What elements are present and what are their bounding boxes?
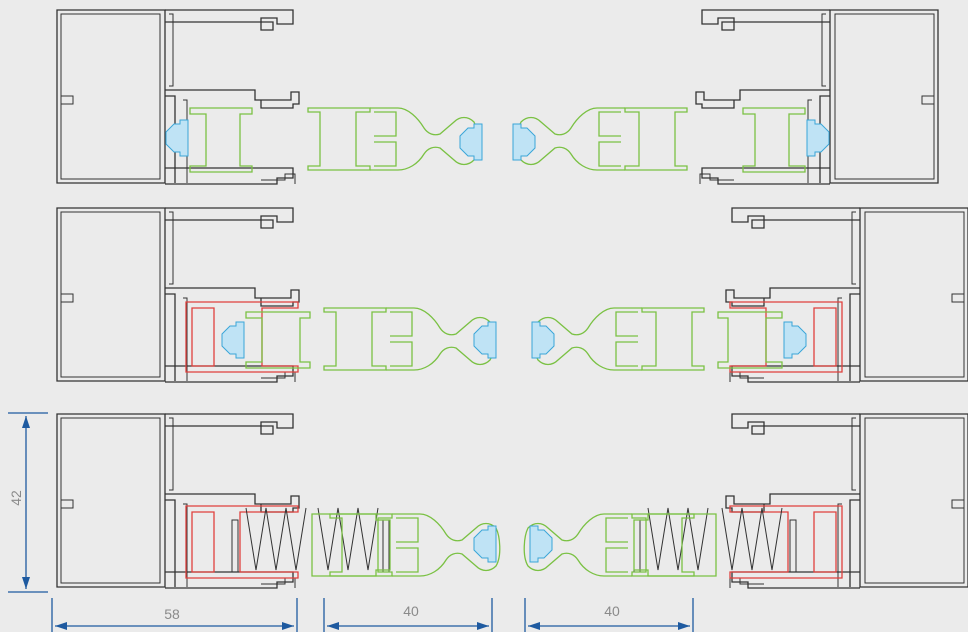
- dimension-right-insert-width: 40: [524, 598, 694, 632]
- profile-row1-left: [56, 9, 483, 185]
- dimension-height-label: 42: [8, 490, 24, 506]
- profile-row2-right: [531, 207, 968, 383]
- dimension-frame-width: 58: [51, 598, 298, 632]
- profile-row3-right: [523, 413, 968, 589]
- dimension-height: 42: [8, 412, 48, 593]
- dimension-left-insert-label: 40: [403, 603, 419, 619]
- profile-row1-right: [512, 9, 939, 185]
- profile-row2-left: [56, 207, 497, 383]
- dimension-frame-width-label: 58: [164, 606, 180, 622]
- profile-row3-left: [56, 413, 501, 589]
- dimension-right-insert-label: 40: [604, 603, 620, 619]
- dimension-left-insert-width: 40: [323, 598, 493, 632]
